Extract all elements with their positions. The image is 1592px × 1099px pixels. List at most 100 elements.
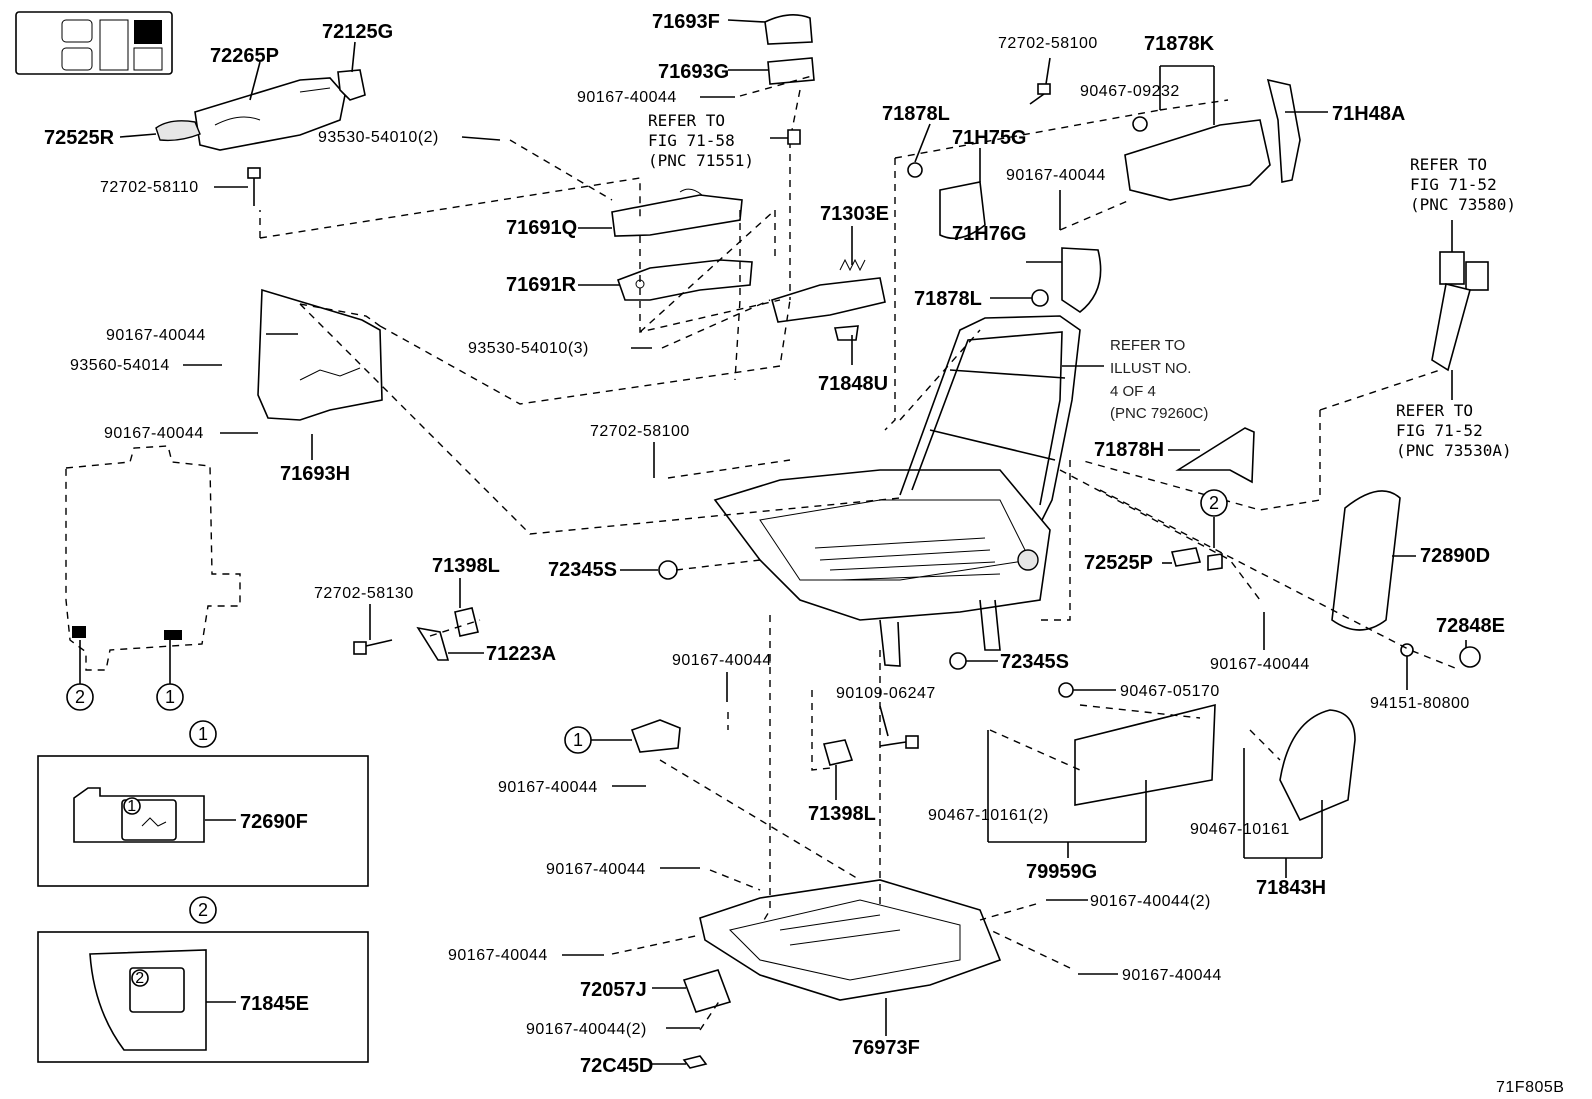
note-fig-71-52-a: REFER TO FIG 71-52 (PNC 73580) [1410, 155, 1516, 214]
bolt-72702-58110 [247, 167, 261, 206]
marker-text: 2 [1209, 493, 1219, 513]
callout-79959G: 79959G [1026, 861, 1097, 883]
callout-90167-40044-l1: 90167-40044 [106, 327, 206, 344]
switch-box-2 [37, 931, 369, 1063]
marker-2-seat: 2 [66, 640, 94, 711]
leader-lines [119, 19, 1467, 1065]
callout-71H76G: 71H76G [952, 223, 1027, 245]
callout-71878L-a: 71878L [882, 103, 950, 125]
callout-90167-40044-r: 90167-40044 [1210, 656, 1310, 673]
callout-90167-40044-b3: 90167-40044 [1122, 967, 1222, 984]
callout-71845E: 71845E [240, 993, 309, 1015]
marker-2-frame: 2 [1200, 489, 1228, 517]
cover-72525P [1170, 547, 1223, 571]
callout-93530-54010-2: 93530-54010(2) [318, 129, 439, 146]
marker-text: 2 [135, 970, 144, 987]
cap-72848E [1459, 646, 1481, 668]
callout-72702-58100-mid: 72702-58100 [590, 423, 690, 440]
callout-71693G: 71693G [658, 61, 729, 83]
bolt-90109-06247 [879, 735, 919, 749]
cover-71878K [1124, 119, 1271, 201]
clip-90467-05170 [1058, 682, 1074, 698]
marker-1-box: 1 [189, 720, 217, 748]
armrest-bracket [337, 69, 366, 101]
callout-72690F: 72690F [240, 811, 308, 833]
bracket-71691R [616, 259, 753, 301]
bolt-72702-58100-top [1029, 83, 1051, 105]
marker-text: 1 [165, 687, 175, 707]
cover-71H75G [939, 181, 986, 240]
clip-71848U [833, 325, 859, 341]
callout-71878L-b: 71878L [914, 288, 982, 310]
callout-71693F: 71693F [652, 11, 720, 33]
note-line: 4 OF 4 [1110, 383, 1156, 400]
trim-71H48A [1266, 78, 1301, 183]
cover-71H76G [1061, 247, 1102, 313]
callout-72C45D: 72C45D [580, 1055, 653, 1077]
cover-71693F [764, 14, 813, 45]
trim-71693H [257, 288, 383, 421]
cushion-pan-76973F [699, 879, 1002, 1001]
index-icon [15, 11, 173, 75]
bracket-71398L-b [822, 739, 854, 766]
clip-72C45D [682, 1055, 708, 1069]
pin-71878L-a [907, 162, 923, 178]
callout-71398L-b: 71398L [808, 803, 876, 825]
switch-box-1 [37, 755, 369, 887]
callout-90167-40044-l2: 90167-40044 [104, 425, 204, 442]
marker-1-seat: 1 [156, 640, 184, 711]
armrest-cap [155, 120, 201, 142]
bracket-71398L-a [454, 607, 479, 637]
callout-71878H: 71878H [1094, 439, 1164, 461]
callout-93530-54010-3: 93530-54010(3) [468, 340, 589, 357]
bolt-72702-58130 [353, 639, 393, 655]
callout-90167-40044-b1: 90167-40044 [546, 861, 646, 878]
trim-71843H [1279, 709, 1356, 822]
callout-72345S-a: 72345S [548, 559, 617, 581]
marker-text: 1 [573, 730, 583, 750]
marker-1-switch: 1 [123, 797, 141, 815]
callout-72345S-b: 72345S [1000, 651, 1069, 673]
note-line: REFER TO [648, 111, 725, 130]
note-line: REFER TO [1110, 337, 1185, 354]
callout-71878K: 71878K [1144, 33, 1215, 55]
buckle-73530A [1431, 251, 1489, 372]
note-line: FIG 71-52 [1410, 175, 1497, 194]
callout-72125G: 72125G [322, 21, 393, 43]
note-line: (PNC 73580) [1410, 195, 1516, 214]
marker-2-box: 2 [189, 896, 217, 924]
callout-72525P: 72525P [1084, 552, 1153, 574]
note-line: ILLUST NO. [1110, 360, 1191, 377]
callout-71398L-a: 71398L [432, 555, 500, 577]
note-line: REFER TO [1396, 401, 1473, 420]
assembly-lines [259, 75, 1461, 1031]
bracket-71693G [767, 57, 815, 85]
callout-72057J: 72057J [580, 979, 647, 1001]
callout-71848U: 71848U [818, 373, 888, 395]
note-line: (PNC 71551) [648, 151, 754, 170]
callout-90167-40044-mid: 90167-40044 [1006, 167, 1106, 184]
note-line: (PNC 73530A) [1396, 441, 1512, 460]
note-line: REFER TO [1410, 155, 1487, 174]
trim-72890D [1331, 490, 1401, 631]
callout-90109-06247: 90109-06247 [836, 685, 936, 702]
callout-71843H: 71843H [1256, 877, 1326, 899]
note-illust: REFER TO ILLUST NO. 4 OF 4 (PNC 79260C) [1062, 337, 1208, 422]
callout-90167-40044-2b: 90167-40044(2) [1090, 893, 1211, 910]
bracket-71223A [416, 626, 450, 661]
seat-frame [713, 315, 1081, 667]
callout-72265P: 72265P [210, 45, 279, 67]
marker-1-mount: 1 [564, 726, 592, 754]
callout-71H75G: 71H75G [952, 127, 1027, 149]
panel-79959G [1074, 703, 1216, 806]
callout-72702-58130: 72702-58130 [314, 585, 414, 602]
callout-90467-09232: 90467-09232 [1080, 83, 1180, 100]
callout-72848E: 72848E [1436, 615, 1505, 637]
marker-text: 2 [75, 687, 85, 707]
callout-76973F: 76973F [852, 1037, 920, 1059]
seat-sketch [65, 445, 241, 671]
cap-72345S-a [658, 560, 678, 580]
callouts: 72265P 72125G 72525R 72702-58110 93530-5… [44, 11, 1505, 1077]
